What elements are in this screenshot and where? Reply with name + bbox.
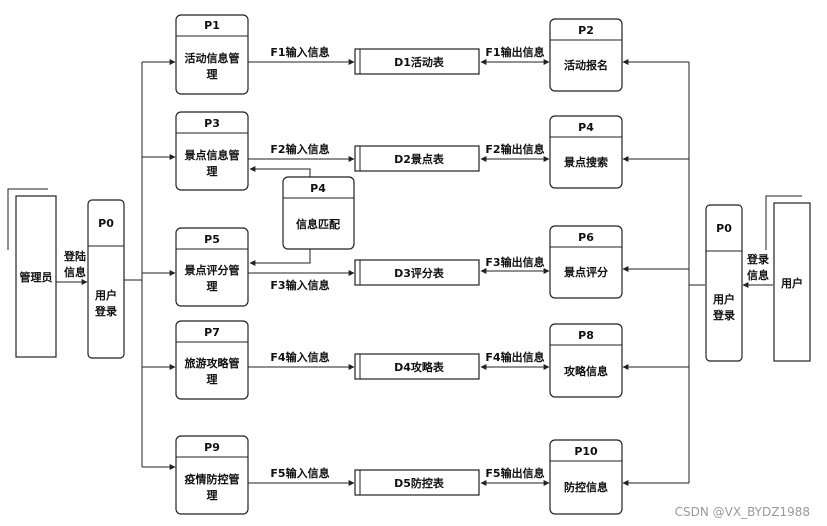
p5-label-1: 景点评分管 <box>184 263 240 277</box>
process-p4-search: P4 景点搜索 <box>549 115 623 189</box>
p6-id: P6 <box>578 231 594 244</box>
user-entity: 用户 <box>765 195 811 362</box>
datastore-d3: D3评分表 <box>354 259 480 286</box>
datastore-d4: D4攻略表 <box>354 353 480 380</box>
p3-id: P3 <box>204 117 220 130</box>
p7-id: P7 <box>204 326 220 339</box>
p1-label-1: 活动信息管 <box>185 51 240 65</box>
p0-right-id: P0 <box>716 222 732 235</box>
p9-label-2: 理 <box>207 489 218 502</box>
admin-entity: 管理员 <box>7 188 57 358</box>
p8-label: 攻略信息 <box>564 364 608 378</box>
p4-id: P4 <box>578 121 594 134</box>
process-p2: P2 活动报名 <box>549 18 623 92</box>
p4-label: 景点搜索 <box>563 155 608 169</box>
d1-label: D1活动表 <box>394 55 445 69</box>
flow-f2-input: F2输入信息 <box>270 142 329 156</box>
p8-id: P8 <box>578 329 594 342</box>
datastore-d1: D1活动表 <box>354 48 480 75</box>
user-login-info-line1: 登录 <box>746 252 769 266</box>
datastore-d2: D2景点表 <box>354 145 480 172</box>
p0-left-id: P0 <box>98 217 114 230</box>
process-p3: P3 景点信息管 理 <box>175 111 249 191</box>
p9-label-1: 疫情防控管 <box>185 472 240 486</box>
flow-f1-input: F1输入信息 <box>270 45 329 59</box>
matcher-label: 信息匹配 <box>296 217 340 231</box>
p7-label-1: 旅游攻略管 <box>185 356 240 370</box>
flow-f2-output: F2输出信息 <box>485 142 544 156</box>
d5-label: D5防控表 <box>394 476 445 490</box>
p0-left-label-2: 登录 <box>94 304 117 318</box>
admin-label: 管理员 <box>20 270 53 284</box>
admin-login-info-line1: 登陆 <box>63 249 86 263</box>
flow-f4-input: F4输入信息 <box>270 350 329 364</box>
p9-id: P9 <box>204 441 220 454</box>
datastore-d5: D5防控表 <box>354 469 480 496</box>
d4-label: D4攻略表 <box>394 360 445 374</box>
user-label: 用户 <box>781 276 803 290</box>
admin-login-info-line2: 信息 <box>64 265 86 279</box>
p0-right-label-1: 用户 <box>713 292 735 306</box>
flow-f5-input: F5输入信息 <box>270 466 329 480</box>
process-p7: P7 旅游攻略管 理 <box>175 320 249 400</box>
p5-id: P5 <box>204 233 220 246</box>
p0-left-process: P0 用户 登录 <box>87 199 125 359</box>
p2-id: P2 <box>578 24 594 37</box>
p0-right-label-2: 登录 <box>712 308 735 322</box>
flow-f3-input: F3输入信息 <box>270 278 329 292</box>
process-p1: P1 活动信息管 理 <box>175 14 249 95</box>
matcher-id: P4 <box>310 182 326 195</box>
p7-label-2: 理 <box>207 373 218 386</box>
p10-id: P10 <box>574 445 598 458</box>
watermark: CSDN @VX_BYDZ1988 <box>675 505 810 519</box>
p2-label: 活动报名 <box>564 58 608 72</box>
flow-f4-output: F4输出信息 <box>485 350 544 364</box>
d2-label: D2景点表 <box>394 152 445 166</box>
flow-f5-output: F5输出信息 <box>485 466 544 480</box>
d3-label: D3评分表 <box>394 266 445 280</box>
process-p10: P10 防控信息 <box>549 439 623 515</box>
p1-id: P1 <box>204 19 220 32</box>
p5-label-2: 理 <box>207 280 218 293</box>
p6-label: 景点评分 <box>563 265 608 279</box>
process-p9: P9 疫情防控管 理 <box>175 435 249 515</box>
p1-label-2: 理 <box>207 68 218 81</box>
p3-label-1: 景点信息管 <box>184 148 240 162</box>
p3-label-2: 理 <box>207 165 218 178</box>
p0-right-process: P0 用户 登录 <box>705 204 743 362</box>
process-p4-matcher: P4 信息匹配 <box>282 176 355 250</box>
flow-f1-output: F1输出信息 <box>485 45 544 59</box>
process-p5: P5 景点评分管 理 <box>175 227 249 307</box>
flow-f3-output: F3输出信息 <box>485 255 544 269</box>
p10-label: 防控信息 <box>564 480 608 494</box>
process-p6: P6 景点评分 <box>549 225 623 299</box>
p0-left-label-1: 用户 <box>95 288 117 302</box>
user-login-info-line2: 信息 <box>747 268 769 282</box>
process-p8: P8 攻略信息 <box>549 323 623 398</box>
